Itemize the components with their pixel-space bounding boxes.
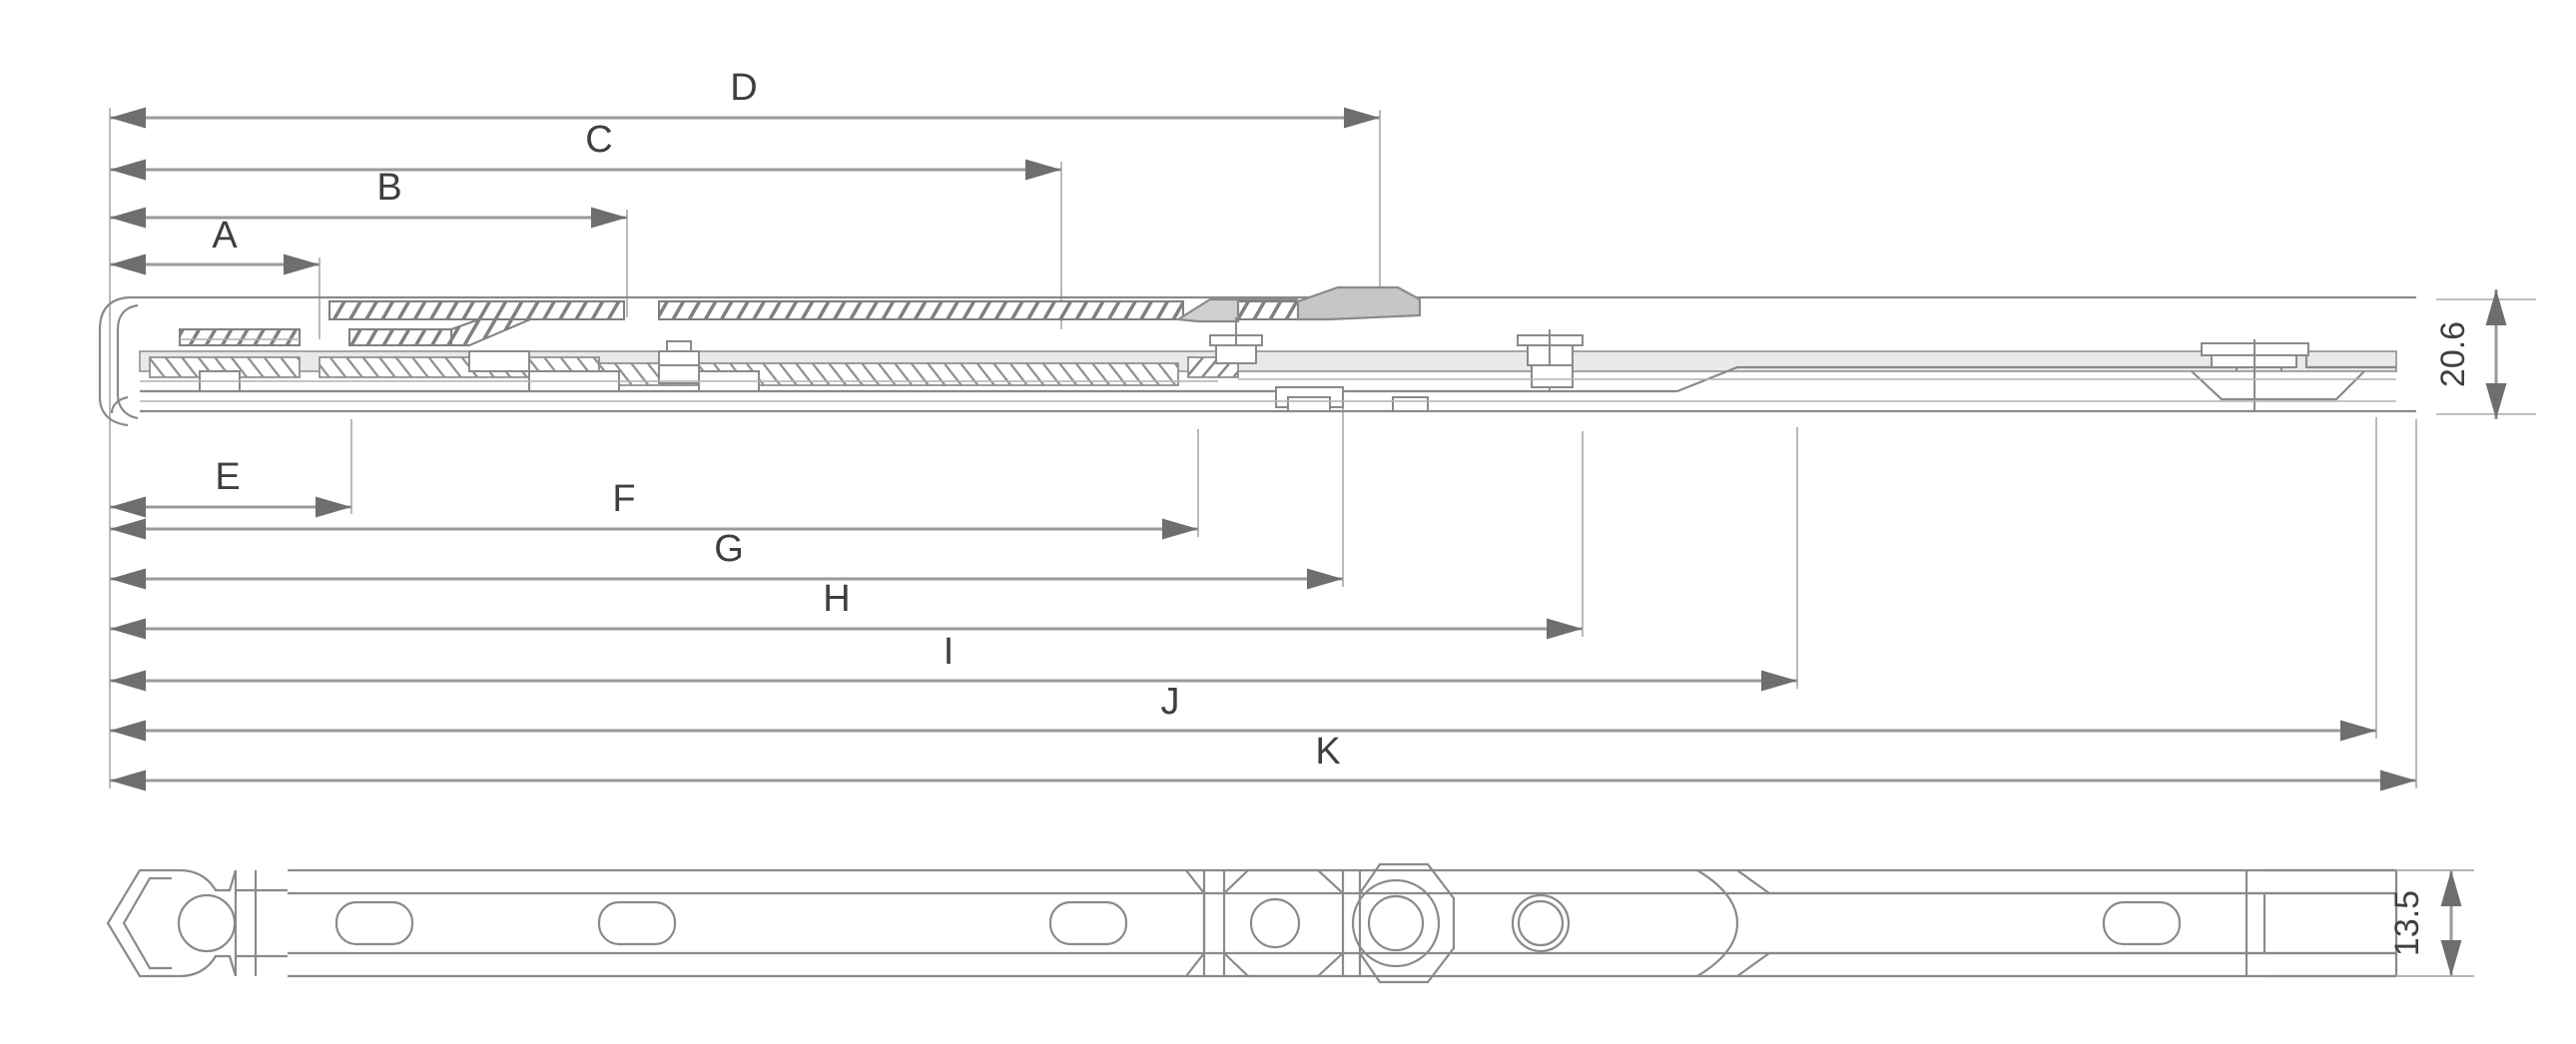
nose-bottom-profile [179, 954, 238, 978]
dimension-e: E [110, 456, 351, 518]
dimension-h-label: H [823, 578, 850, 620]
dimension-f-label: F [612, 478, 635, 520]
nose-join-lines [236, 888, 288, 958]
oval-slot-2-icon [597, 900, 677, 946]
hook-block [1174, 297, 1240, 323]
oval-slot-1-icon [334, 900, 414, 946]
dimension-group-above: A B C D [110, 67, 1380, 275]
dimension-height-206-label: 20.6 [2434, 321, 2472, 387]
round-hole-1-icon [1249, 897, 1301, 949]
upper-strip-seg-1 [179, 328, 301, 346]
rivet-boss-4 [1392, 396, 1429, 412]
dimension-b-label: B [376, 167, 401, 209]
dimension-c-label: C [585, 119, 612, 161]
dimension-width-135: 13.5 [2388, 869, 2474, 977]
nose-outer-chevron [106, 868, 180, 978]
nose-top-profile [179, 868, 238, 892]
rivet-boss-2 [1215, 344, 1257, 364]
pivot-hole-front-icon [177, 893, 237, 953]
bearing-hole-icon [1367, 894, 1425, 952]
side-elevation-view [98, 108, 2536, 788]
dimension-j: J [110, 681, 2376, 742]
oval-slot-3-icon [1048, 900, 1128, 946]
nose-inner-chevron [122, 876, 172, 970]
keeper-block-1 [468, 350, 530, 372]
dimension-d-label: D [730, 67, 757, 109]
upper-hatched-member [179, 300, 1299, 346]
internal-section-lines [140, 338, 2396, 402]
dimension-g-label: G [714, 528, 744, 570]
dimension-width-135-label: 13.5 [2388, 890, 2426, 956]
dimension-i-label: I [944, 631, 955, 673]
bearing-outer-ring [1351, 878, 1441, 968]
dimension-g: G [110, 528, 1343, 590]
dimension-height-206: 20.6 [2434, 289, 2507, 419]
boss1-top-shape [1223, 868, 1344, 894]
bearing-block-outline [1359, 862, 1456, 984]
outer-rail-step-up [1676, 365, 2177, 393]
round-hole-2-outer [1511, 893, 1571, 953]
boss1-bottom-shape [1223, 952, 1344, 978]
rivet-head-1 [666, 340, 692, 352]
bracket-top-bottom [2264, 868, 2396, 978]
inner-rail-profile [98, 295, 2416, 427]
round-hole-2-inner [1517, 899, 1565, 947]
upper-strip-seg-2 [348, 328, 452, 346]
right-taper-curve [1696, 869, 1739, 977]
left-nose-inner-outline [116, 303, 139, 420]
dimension-i: I [110, 631, 1797, 692]
upper-band-seg-1 [328, 300, 625, 320]
outer-rail-left-round [110, 395, 129, 414]
rivet-head-3 [1287, 396, 1331, 412]
lower-strip-seg-1 [149, 356, 301, 378]
dimension-j-label: J [1161, 681, 1180, 723]
left-nose-outline [98, 295, 129, 427]
plan-left-nose [106, 868, 288, 978]
hook-tip [1296, 285, 1422, 321]
plan-right-bracket [2245, 868, 2398, 978]
dimension-f: F [110, 478, 1198, 540]
oval-slot-4-icon [2102, 900, 2182, 946]
rivet-base-5 [1531, 364, 1574, 388]
upper-end-hook [1174, 285, 1422, 323]
dimension-e-label: E [215, 456, 240, 498]
dimension-group-below: E F G H I J K [110, 456, 2416, 791]
upper-band-seg-2 [658, 300, 1184, 320]
dimension-h: H [110, 578, 1583, 640]
dimension-k-label: K [1315, 731, 1340, 773]
right-step-bottom [1736, 951, 2396, 977]
plan-view [106, 862, 2398, 984]
dimension-d: D [110, 67, 1380, 129]
plan-mid-features [1185, 862, 2396, 984]
dimension-k: K [110, 731, 2416, 791]
right-step-top [1736, 869, 2396, 895]
dimension-a-label: A [212, 215, 238, 257]
plan-oval-slots [334, 900, 2182, 946]
right-bracket-foot [2191, 370, 2365, 401]
